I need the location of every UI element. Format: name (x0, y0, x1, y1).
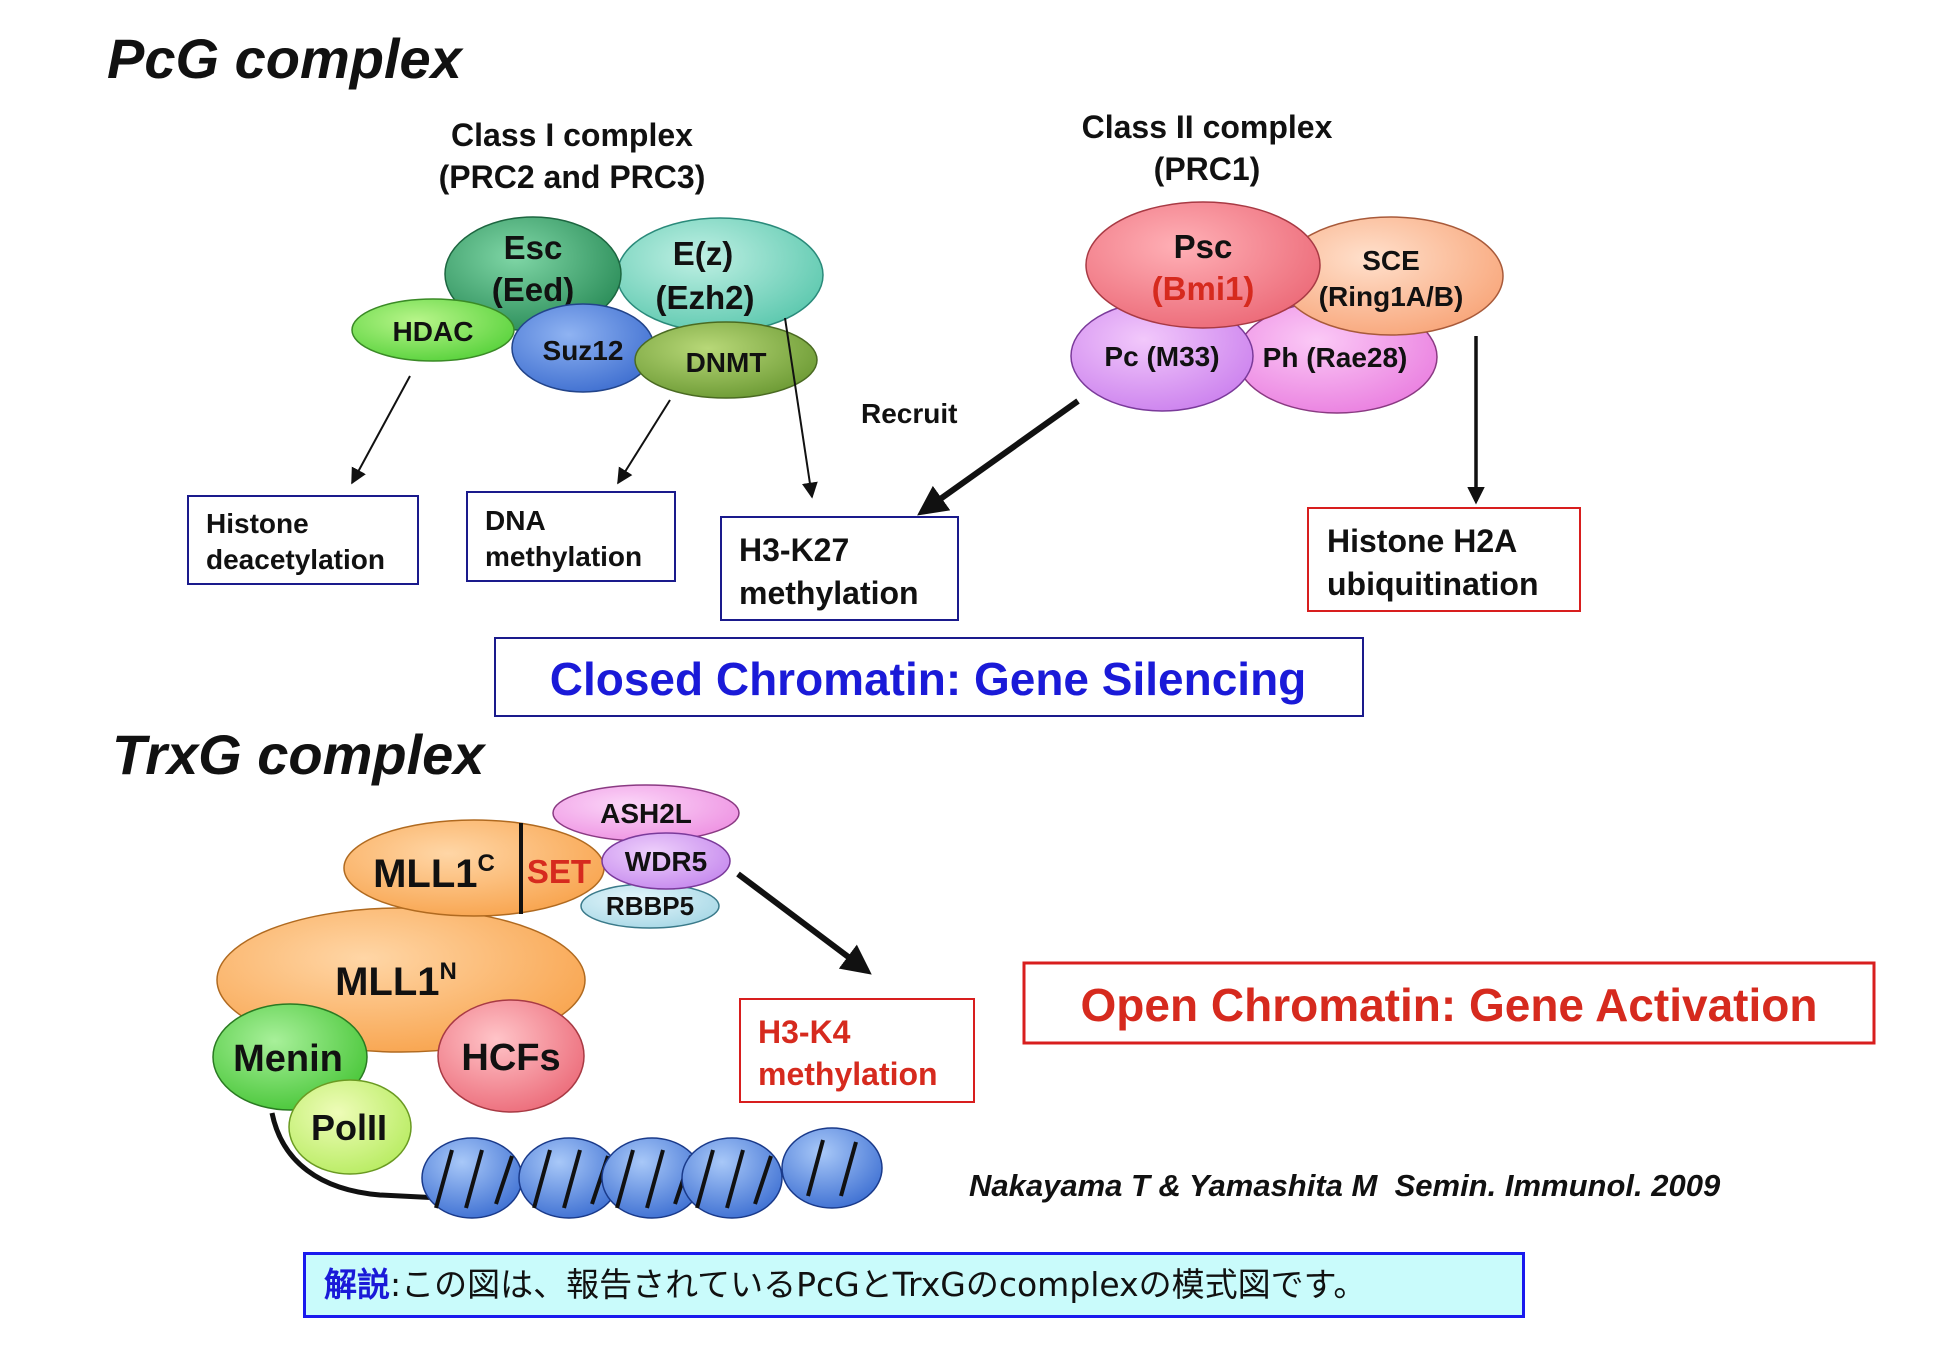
esc-label-2: (Eed) (492, 271, 575, 308)
wdr5-label: WDR5 (625, 846, 707, 877)
h3k4-methylation-line1: H3-K4 (758, 1014, 851, 1050)
dna-strand (269, 1112, 481, 1203)
citation: Nakayama T & Yamashita M Semin. Immunol.… (969, 1168, 1721, 1203)
hcfs-label: HCFs (461, 1037, 560, 1079)
dna-methylation-line1: DNA (485, 505, 546, 536)
arrow-trxg-h3k4 (736, 871, 872, 975)
dna-methylation-box: DNA methylation (466, 491, 676, 582)
nucleosome (518, 1137, 620, 1219)
class1-title: Class I complex (451, 117, 693, 153)
h3k4-methylation-box: H3-K4 methylation (739, 998, 975, 1103)
dnmt-protein: DNMT (634, 321, 818, 399)
h2a-ubiquitination-line2: ubiquitination (1327, 566, 1539, 602)
histone-deacetylation-line1: Histone (206, 508, 309, 539)
nucleosome-array (421, 1127, 883, 1219)
nucleosome (781, 1127, 883, 1209)
suz12-label: Suz12 (543, 335, 624, 366)
h3k27-methylation-line2: methylation (739, 575, 919, 611)
ezh2-label-1: E(z) (673, 235, 734, 272)
gene-activation-box: Open Chromatin: Gene Activation (1022, 961, 1876, 1045)
nucleosome (601, 1137, 703, 1219)
h3k4-methylation-line2: methylation (758, 1056, 938, 1092)
histone-deacetylation-box: Histone deacetylation (187, 495, 419, 585)
menin-label: Menin (233, 1038, 343, 1080)
esc-label-1: Esc (504, 229, 563, 266)
arrow-ezh2-h3k27 (784, 317, 818, 499)
arrow-hdac-deacetylation (351, 375, 411, 485)
sce-label-1: SCE (1362, 245, 1420, 276)
h3k27-methylation-line1: H3-K27 (739, 532, 849, 568)
trxg-title: TrxG complex (112, 723, 487, 786)
nucleosome (681, 1137, 783, 1219)
recruit-label: Recruit (861, 398, 957, 429)
histone-deacetylation-line2: deacetylation (206, 544, 385, 575)
psc-protein: Psc (Bmi1) (1085, 201, 1321, 329)
mll1c-protein: MLL1C SET (343, 819, 605, 917)
sce-protein: SCE (Ring1A/B) (1278, 216, 1504, 336)
dnmt-label: DNMT (686, 347, 767, 378)
gene-silencing-label: Closed Chromatin: Gene Silencing (550, 653, 1307, 705)
arrow-dnmt-dna-methylation (617, 399, 671, 485)
gene-silencing-box: Closed Chromatin: Gene Silencing (494, 637, 1364, 717)
h2a-ubiquitination-box: Histone H2A ubiquitination (1307, 507, 1581, 612)
set-domain-label: SET (527, 853, 591, 890)
sce-label-2: (Ring1A/B) (1319, 281, 1464, 312)
class2-subtitle: (PRC1) (1154, 151, 1261, 187)
explanation-text: :この図は、報告されているPcGとTrxGのcomplexの模式図です。 (390, 1265, 1367, 1304)
mll1n-label: MLL1N (335, 958, 457, 1004)
h2a-ubiquitination-line1: Histone H2A (1327, 523, 1517, 559)
hdac-label: HDAC (393, 316, 474, 347)
dna-methylation-line2: methylation (485, 541, 642, 572)
explanation-lead: 解説 (324, 1265, 390, 1304)
pcg-title: PcG complex (107, 27, 465, 90)
gene-activation-label: Open Chromatin: Gene Activation (1081, 979, 1818, 1031)
rbbp5-protein: RBBP5 (580, 883, 720, 929)
ezh2-label-2: (Ezh2) (656, 279, 755, 316)
class2-title: Class II complex (1082, 109, 1333, 145)
h3k27-methylation-box: H3-K27 methylation (720, 516, 959, 621)
wdr5-protein: WDR5 (601, 832, 731, 890)
psc-label-1: Psc (1174, 228, 1233, 265)
explanation-note: 解説:この図は、報告されているPcGとTrxGのcomplexの模式図です。 (303, 1252, 1525, 1318)
psc-label-2: (Bmi1) (1152, 270, 1255, 307)
nucleosome (421, 1137, 523, 1219)
arrow-recruit (917, 398, 1080, 516)
rbbp5-label: RBBP5 (606, 891, 694, 921)
pc-label: Pc (M33) (1104, 341, 1219, 372)
ezh2-protein: E(z) (Ezh2) (616, 217, 824, 333)
mll1c-label: MLL1C (373, 850, 495, 896)
hdac-protein: HDAC (351, 298, 515, 362)
polii-label: PolII (311, 1107, 387, 1148)
esc-protein: Esc (Eed) (444, 216, 622, 332)
suz12-protein: Suz12 (511, 303, 655, 393)
class1-subtitle: (PRC2 and PRC3) (439, 159, 706, 195)
ash2l-label: ASH2L (600, 798, 692, 829)
hcfs-protein: HCFs (437, 999, 585, 1113)
polii-protein: PolII (288, 1079, 412, 1175)
ash2l-protein: ASH2L (552, 784, 740, 842)
ph-label: Ph (Rae28) (1263, 342, 1408, 373)
